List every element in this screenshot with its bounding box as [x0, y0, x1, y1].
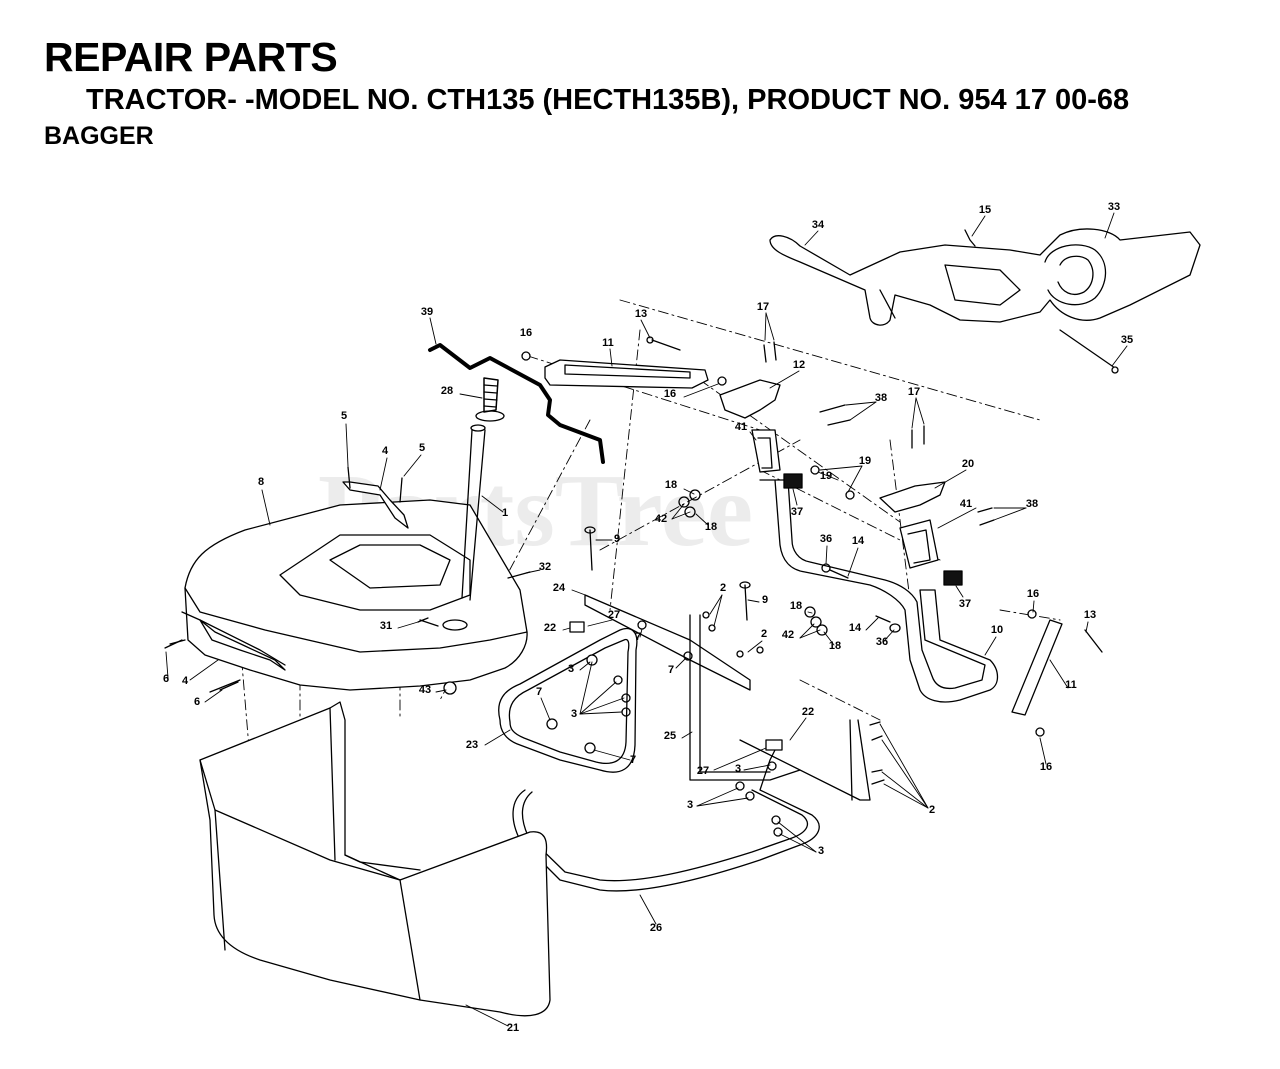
callout-3: 3	[571, 708, 577, 720]
model-subtitle: TRACTOR- -MODEL NO. CTH135 (HECTH135B), …	[86, 84, 1130, 116]
callout-2: 2	[761, 628, 767, 640]
callout-16: 16	[1027, 588, 1039, 600]
callout-5: 5	[419, 442, 425, 454]
rubber-pad-upper	[783, 473, 803, 489]
callout-18: 18	[829, 640, 841, 652]
callout-27: 27	[697, 765, 709, 777]
callout-17: 17	[908, 386, 920, 398]
bracket-11-top	[544, 359, 709, 389]
page-title: REPAIR PARTS	[44, 34, 338, 80]
section-label: BAGGER	[44, 122, 154, 150]
callout-12: 12	[793, 359, 805, 371]
callout-11: 11	[602, 337, 614, 349]
callout-36: 36	[876, 636, 888, 648]
bent-wire-rod	[428, 343, 605, 464]
callout-18: 18	[705, 521, 717, 533]
frame-23	[498, 627, 638, 773]
callout-18: 18	[665, 479, 677, 491]
callout-7: 7	[536, 686, 542, 698]
handle-rod	[461, 424, 486, 601]
callout-13: 13	[635, 308, 647, 320]
top-handle	[342, 466, 409, 529]
callout-31: 31	[380, 620, 392, 632]
callout-4: 4	[382, 445, 389, 457]
rubber-pad-lower	[943, 570, 963, 586]
callout-38: 38	[875, 392, 887, 404]
callout-2: 2	[929, 804, 935, 816]
callout-21: 21	[507, 1022, 519, 1034]
callout-19: 19	[859, 455, 871, 467]
mount-41-upper	[751, 429, 781, 473]
callout-33: 33	[1108, 201, 1120, 213]
handle-grip	[475, 377, 505, 422]
callout-23: 23	[466, 739, 478, 751]
callout-5: 5	[341, 410, 347, 422]
callout-34: 34	[812, 219, 825, 231]
callout-27: 27	[608, 609, 620, 621]
callout-36: 36	[820, 533, 832, 545]
bag-body	[199, 701, 551, 1017]
callout-42: 42	[655, 513, 667, 525]
callout-3: 3	[818, 845, 824, 857]
clip-12	[719, 379, 781, 419]
callout-2: 2	[720, 582, 726, 594]
fasteners	[164, 336, 1103, 837]
callout-16: 16	[1040, 761, 1052, 773]
callout-11: 11	[1065, 679, 1077, 691]
callout-39: 39	[421, 306, 433, 318]
bag-hood	[181, 499, 528, 691]
callout-41: 41	[960, 498, 972, 510]
callout-43: 43	[419, 684, 431, 696]
callout-14: 14	[852, 535, 865, 547]
callout-35: 35	[1121, 334, 1133, 346]
clip-20	[879, 481, 946, 513]
callout-22: 22	[802, 706, 814, 718]
mount-41-lower	[899, 519, 939, 569]
callout-42: 42	[782, 629, 794, 641]
diagram-artwork	[164, 212, 1201, 1027]
callout-3: 3	[568, 663, 574, 675]
callout-22: 22	[544, 622, 556, 634]
callout-20: 20	[962, 458, 974, 470]
side-handle	[199, 619, 286, 671]
callout-7: 7	[630, 754, 636, 766]
callout-3: 3	[735, 763, 741, 775]
callout-10: 10	[991, 624, 1003, 636]
callout-9: 9	[762, 594, 768, 606]
tractor-hitch	[769, 228, 1201, 374]
callout-4: 4	[182, 675, 189, 687]
frame-26	[512, 739, 820, 892]
callout-7: 7	[668, 664, 674, 676]
callout-38: 38	[1026, 498, 1038, 510]
callout-18: 18	[790, 600, 802, 612]
leader-lines	[165, 212, 1128, 1027]
callout-14: 14	[849, 622, 862, 634]
callout-15: 15	[979, 204, 991, 216]
callout-16: 16	[664, 388, 676, 400]
callout-16: 16	[520, 327, 532, 339]
callout-41: 41	[735, 421, 747, 433]
callout-6: 6	[194, 696, 200, 708]
callout-37: 37	[959, 598, 971, 610]
callout-24: 24	[553, 582, 566, 594]
callout-13: 13	[1084, 609, 1096, 621]
callout-17: 17	[757, 301, 769, 313]
callout-3: 3	[687, 799, 693, 811]
callout-1: 1	[502, 507, 508, 519]
callout-6: 6	[163, 673, 169, 685]
callout-8: 8	[258, 476, 264, 488]
callout-19: 19	[820, 470, 832, 482]
callout-7: 7	[635, 631, 641, 643]
callout-32: 32	[539, 561, 551, 573]
bracket-arm	[759, 479, 999, 703]
bracket-11-side	[1011, 619, 1063, 716]
callout-9: 9	[614, 533, 620, 545]
callout-28: 28	[441, 385, 453, 397]
callout-26: 26	[650, 922, 662, 934]
callout-25: 25	[664, 730, 676, 742]
callout-37: 37	[791, 506, 803, 518]
